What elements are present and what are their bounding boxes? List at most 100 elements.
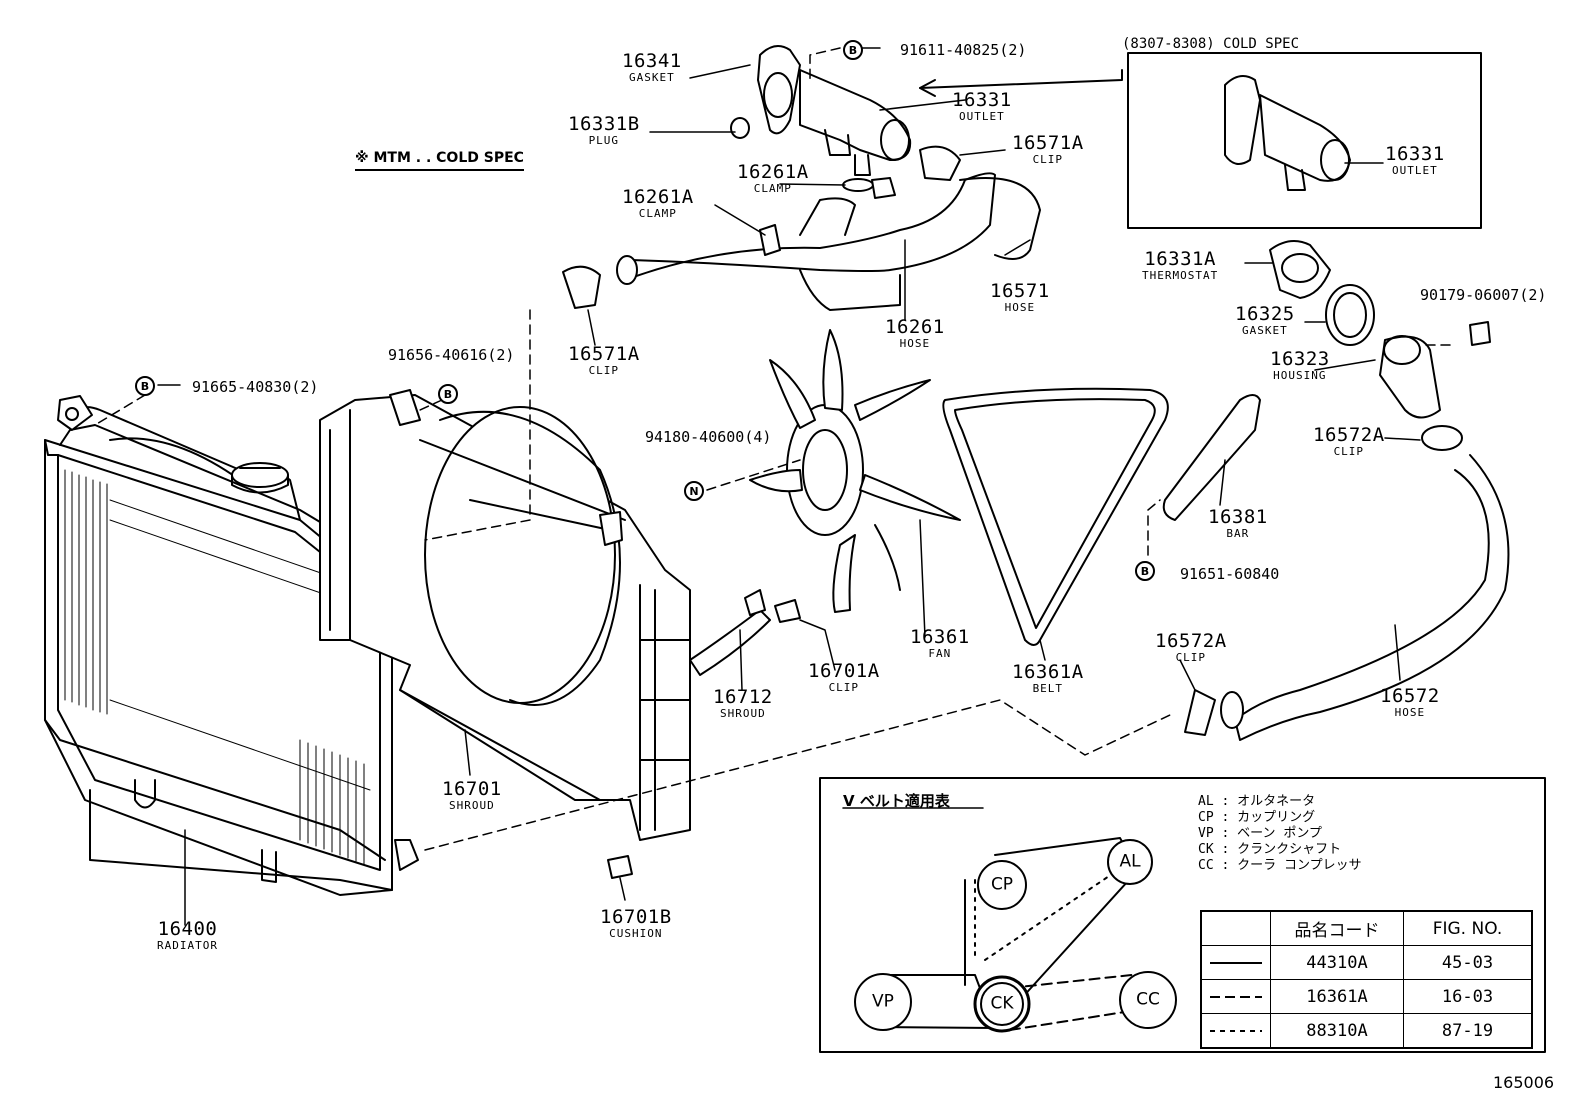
bullet-b-91656: B: [438, 384, 458, 404]
part-name: RADIATOR: [157, 939, 218, 952]
part-number: 16361: [910, 626, 970, 648]
part-number: 16572: [1380, 685, 1440, 707]
label-16572: 16572 HOSE: [1380, 685, 1440, 719]
table-header-fig: FIG. NO.: [1403, 910, 1533, 946]
label-16261a-1: 16261A CLAMP: [737, 163, 809, 195]
part-name: CLAMP: [638, 207, 677, 220]
part-number: 16361A: [1012, 661, 1084, 683]
pulley-cc: [1119, 971, 1177, 1029]
table-header-row: 品名コード FIG. NO.: [1200, 910, 1533, 946]
bullet-n-94180: N: [684, 481, 704, 501]
row-fig: 87-19: [1403, 1013, 1533, 1049]
pulley-vp: [854, 973, 912, 1031]
legend-cc: CC : クーラ コンプレッサ: [1198, 858, 1362, 873]
part-number: 16261: [885, 316, 945, 338]
row-fig: 16-03: [1403, 979, 1533, 1014]
part-number: 16571A: [1012, 132, 1084, 154]
vbelt-title: V ベルト適用表: [843, 792, 950, 810]
vbelt-table: 品名コード FIG. NO. 44310A 45-03 16361A 16-03…: [1200, 910, 1533, 1049]
part-number: 16381: [1208, 506, 1268, 528]
label-16572a-bottom: 16572A CLIP: [1155, 630, 1227, 664]
label-16701: 16701 SHROUD: [442, 778, 502, 812]
bullet-b-91611: B: [843, 40, 863, 60]
row-code: 16361A: [1270, 979, 1404, 1014]
ref-91665: 91665-40830(2): [192, 378, 319, 396]
part-number: 16323: [1270, 348, 1330, 370]
leader-lines: [157, 47, 1421, 926]
part-number: 16400: [157, 918, 218, 940]
part-name: HOSE: [1004, 301, 1036, 314]
label-16701a: 16701A CLIP: [808, 660, 880, 694]
part-number: 16331A: [1144, 248, 1216, 270]
part-name: SHROUD: [719, 707, 766, 720]
bullet-b-91651: B: [1135, 561, 1155, 581]
row-code: 88310A: [1270, 1013, 1404, 1049]
part-name: PLUG: [588, 134, 620, 147]
part-name: HOUSING: [1273, 369, 1327, 382]
label-16571a-bottom: 16571A CLIP: [568, 345, 640, 377]
pulley-cp: [977, 860, 1027, 910]
pulley-al: [1107, 839, 1153, 885]
part-name: CLIP: [1175, 651, 1207, 664]
water-outlet: [562, 45, 1463, 736]
part-name: CLIP: [828, 681, 860, 694]
part-name: GASKET: [1241, 324, 1288, 337]
part-name: FAN: [928, 647, 952, 660]
part-name: CLIP: [588, 364, 620, 377]
part-number: 16572A: [1155, 630, 1227, 652]
part-number: 16701A: [808, 660, 880, 682]
legend-ck: CK : クランクシャフト: [1198, 842, 1342, 857]
cushion: [607, 855, 633, 879]
part-number: 16701B: [600, 906, 672, 928]
part-number: 16331: [952, 89, 1012, 111]
cooling-fan: [749, 329, 961, 613]
table-row: 16361A 16-03: [1200, 979, 1533, 1014]
label-16571-hose: 16571 HOSE: [990, 280, 1050, 314]
fan-shroud: [319, 389, 691, 841]
line-style-dotted: [1200, 1013, 1271, 1049]
cold-spec-arrow: [919, 69, 1123, 89]
ref-91611: 91611-40825(2): [900, 41, 1027, 59]
label-16361a: 16361A BELT: [1012, 661, 1084, 695]
table-header-code: 品名コード: [1270, 910, 1404, 946]
label-16331a: 16331A THERMOSTAT: [1142, 248, 1218, 282]
legend-al: AL : オルタネータ: [1198, 794, 1316, 809]
part-number: 16325: [1235, 303, 1295, 325]
part-number: 16261A: [622, 186, 694, 208]
label-16331-outlet: 16331 OUTLET: [952, 89, 1012, 123]
part-number: 16701: [442, 778, 502, 800]
label-16341: 16341 GASKET: [622, 52, 682, 84]
part-number: 16331: [1385, 143, 1445, 165]
bullet-b-91665: B: [135, 376, 155, 396]
line-style-solid: [1200, 945, 1271, 980]
part-name: HOSE: [1394, 706, 1426, 719]
part-name: BAR: [1226, 527, 1250, 540]
shroud-16712: [689, 589, 801, 676]
cold-spec-outlet: [1224, 75, 1351, 191]
part-name: GASKET: [628, 71, 675, 84]
legend-cp: CP : カップリング: [1198, 810, 1316, 825]
part-name: CUSHION: [609, 927, 663, 940]
v-belt: [942, 387, 1169, 646]
label-16400: 16400 RADIATOR: [157, 918, 218, 952]
bar: [1162, 394, 1261, 521]
part-number: 16331B: [568, 113, 640, 135]
pulley-label-al: AL: [1119, 851, 1141, 872]
part-name: HOSE: [899, 337, 931, 350]
pulley-label-cc: CC: [1136, 989, 1160, 1010]
table-row: 88310A 87-19: [1200, 1013, 1533, 1049]
label-16331-cold: 16331 OUTLET: [1385, 143, 1445, 177]
line-style-dashed: [1200, 979, 1271, 1014]
part-name: CLAMP: [753, 182, 792, 195]
part-number: 16571: [990, 280, 1050, 302]
ref-91656: 91656-40616(2): [388, 346, 515, 364]
thermostat-group: [1269, 240, 1491, 419]
part-name: CLIP: [1032, 153, 1064, 166]
row-code: 44310A: [1270, 945, 1404, 980]
part-name: BELT: [1032, 682, 1064, 695]
vbelt-box: [819, 777, 1546, 1053]
figure-number: 165006: [1493, 1073, 1555, 1092]
hoses: [616, 172, 1510, 741]
cold-spec-title: (8307-8308) COLD SPEC: [1122, 36, 1300, 52]
